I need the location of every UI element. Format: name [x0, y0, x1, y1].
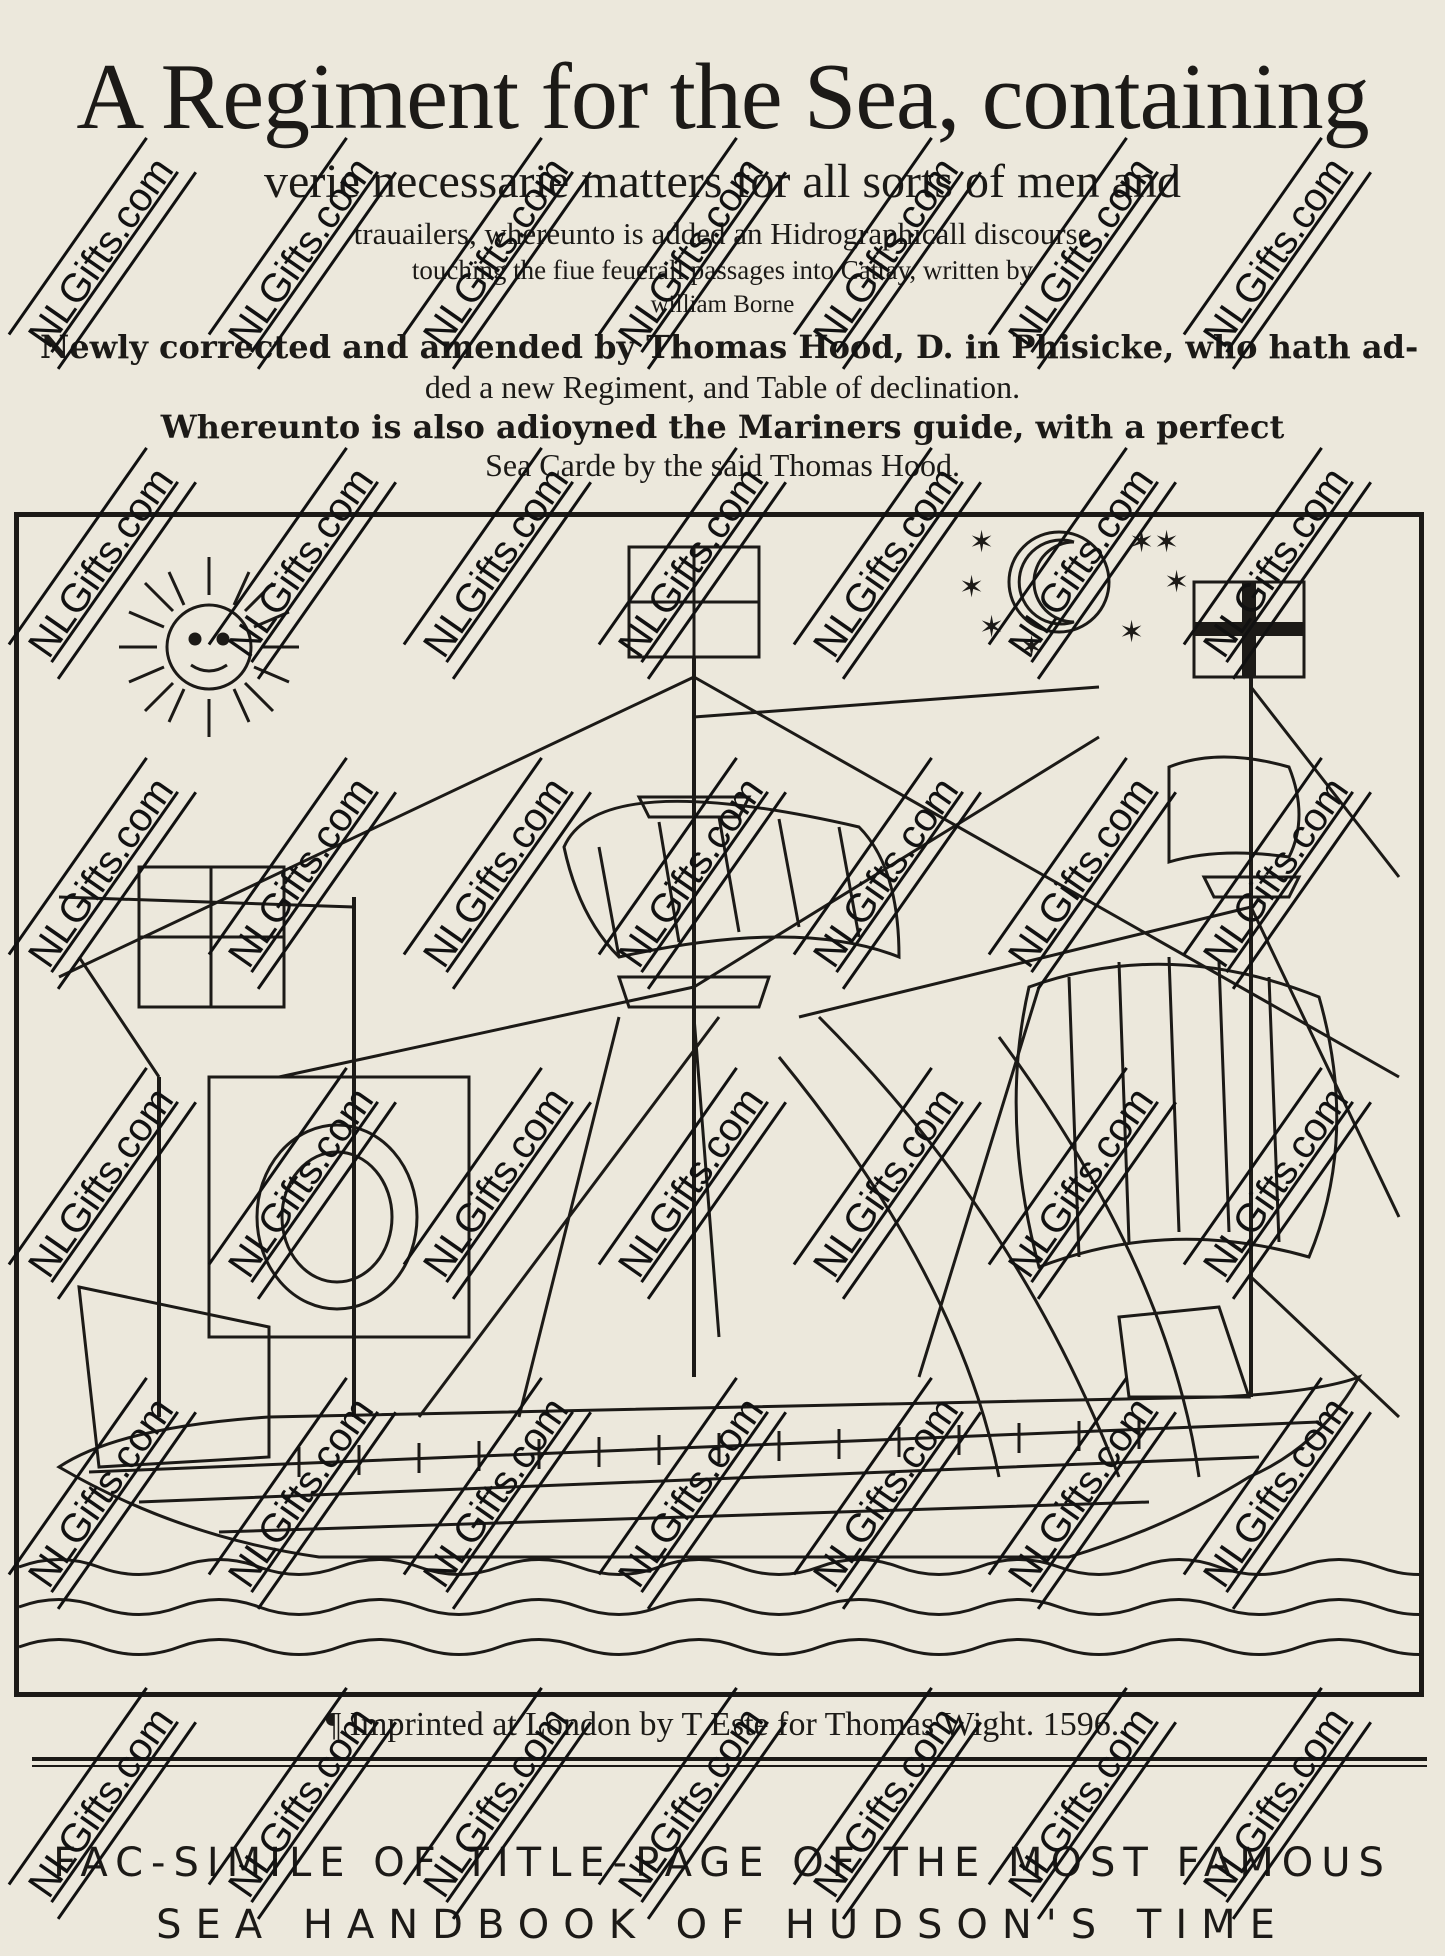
- fore-castle: [1117, 1305, 1252, 1399]
- sea-waves: [19, 1558, 1419, 1576]
- svg-text:✶: ✶: [1119, 616, 1144, 649]
- foresail: [1014, 962, 1339, 1269]
- stern-castle: [77, 1285, 271, 1469]
- divider-rule-thin: [32, 1765, 1427, 1767]
- svg-text:✶: ✶: [1129, 526, 1154, 559]
- caption-line-1: FAC-SIMILE OF TITLE-PAGE OF THE MOST FAM…: [53, 1840, 1392, 1886]
- svg-text:✶: ✶: [1019, 631, 1044, 664]
- caption-line-2: SEA HANDBOOK OF HUDSON'S TIME: [156, 1902, 1289, 1948]
- book-title-line-8: Whereunto is also adioyned the Mariners …: [160, 408, 1285, 446]
- sun-icon: [119, 557, 299, 737]
- book-title-line-3: trauailers, whereunto is added an Hidrog…: [353, 216, 1092, 251]
- ship-woodcut-illustration: ✶ ✶ ✶ ✶ ✶ ✶ ✶ ✶: [14, 512, 1424, 1697]
- svg-text:✶: ✶: [969, 526, 994, 559]
- ship-hull: [56, 1374, 1363, 1559]
- svg-text:✶: ✶: [1164, 566, 1189, 599]
- book-title-line-7: ded a new Regiment, and Table of declina…: [424, 369, 1021, 405]
- title-block: A Regiment for the Sea, containing verie…: [40, 40, 1419, 483]
- divider-rule: [32, 1757, 1427, 1761]
- book-title-line-4: touching the fiue feuerall passages into…: [411, 255, 1034, 285]
- book-title-line-1: A Regiment for the Sea, containing: [76, 45, 1369, 149]
- main-topsail: [562, 799, 901, 960]
- garter-arms-banner: [207, 1075, 471, 1339]
- author-line: william Borne: [650, 291, 795, 318]
- ship-woodcut-drawing: ✶ ✶ ✶ ✶ ✶ ✶ ✶ ✶: [19, 526, 1419, 1656]
- book-title-line-2: verie necessarie matters for all sorts o…: [264, 155, 1181, 208]
- svg-text:✶: ✶: [1154, 526, 1179, 559]
- book-title-line-6: Newly corrected and amended by Thomas Ho…: [40, 328, 1419, 366]
- moon-and-stars-icon: ✶ ✶ ✶ ✶ ✶ ✶ ✶ ✶: [959, 526, 1189, 664]
- svg-text:✶: ✶: [979, 611, 1004, 644]
- imprint-line: ¶ Imprinted at London by T Este for Thom…: [325, 1706, 1120, 1743]
- fore-topsail: [1167, 755, 1301, 865]
- svg-text:✶: ✶: [959, 571, 984, 604]
- book-title-line-9: Sea Carde by the said Thomas Hood.: [485, 447, 960, 483]
